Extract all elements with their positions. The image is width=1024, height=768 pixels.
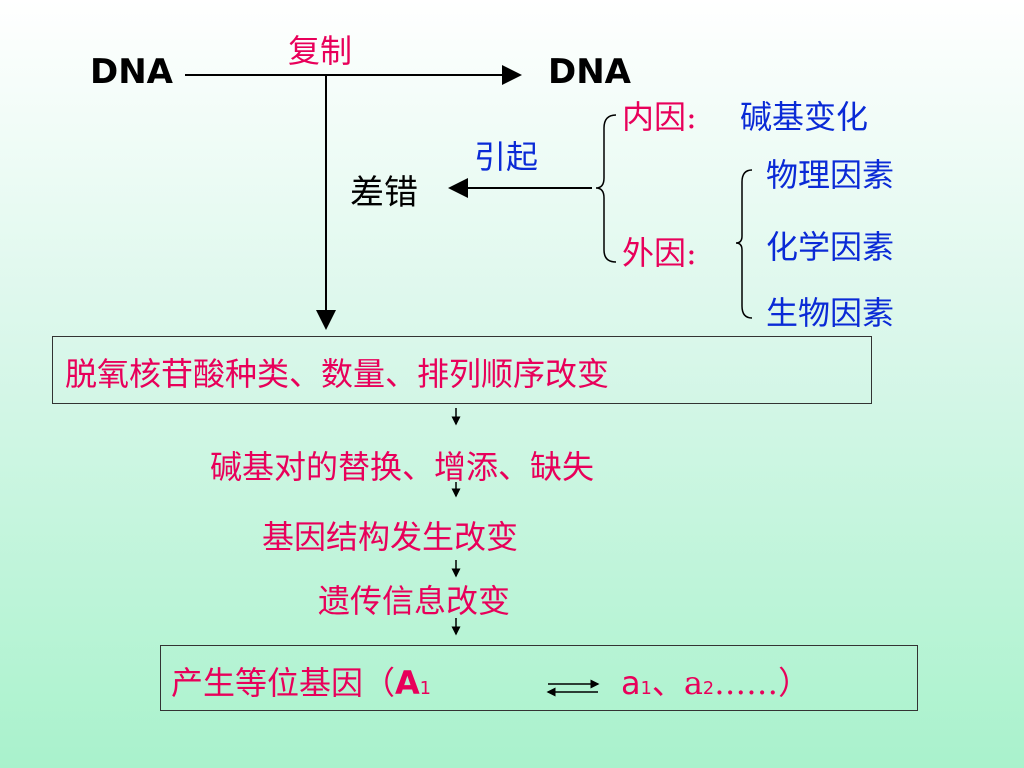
base-pair-change-text: 碱基对的替换、增添、缺失 bbox=[210, 448, 595, 486]
allele-A: A bbox=[395, 664, 420, 702]
dna-left-label: DNA bbox=[90, 52, 173, 92]
allele-a1-subscript: 1 bbox=[640, 679, 652, 699]
allele-separator: 、a bbox=[651, 664, 703, 702]
allele-A-subscript: 1 bbox=[419, 679, 431, 699]
nucleotide-change-box: 脱氧核苷酸种类、数量、排列顺序改变 bbox=[52, 336, 872, 404]
genetic-info-change-text: 遗传信息改变 bbox=[318, 582, 511, 620]
gene-structure-change-text: 基因结构发生改变 bbox=[262, 518, 519, 556]
internal-cause-item: 碱基变化 bbox=[740, 98, 869, 136]
allele-result-box: 产生等位基因（A1 a1、a2……） bbox=[160, 645, 918, 711]
error-label: 差错 bbox=[350, 173, 418, 213]
allele-result-text: 产生等位基因（A1 bbox=[171, 658, 431, 704]
allele-suffix: ……） bbox=[714, 664, 811, 702]
cause-brace bbox=[595, 114, 617, 263]
external-cause-chemical: 化学因素 bbox=[766, 228, 895, 266]
nucleotide-change-text: 脱氧核苷酸种类、数量、排列顺序改变 bbox=[65, 355, 610, 393]
allele-prefix: 产生等位基因（ bbox=[171, 664, 396, 702]
external-cause-label: 外因: bbox=[622, 234, 697, 272]
external-cause-biological: 生物因素 bbox=[766, 294, 895, 332]
external-brace bbox=[735, 169, 753, 319]
dna-right-label: DNA bbox=[548, 52, 631, 92]
replication-label: 复制 bbox=[288, 32, 353, 70]
allele-a2-subscript: 2 bbox=[702, 679, 715, 699]
internal-cause-label: 内因: bbox=[622, 98, 697, 136]
allele-a: a bbox=[621, 664, 641, 702]
allele-variants-text: a1、a2……） bbox=[621, 658, 810, 704]
induce-label: 引起 bbox=[474, 138, 539, 176]
external-cause-physical: 物理因素 bbox=[766, 156, 895, 194]
